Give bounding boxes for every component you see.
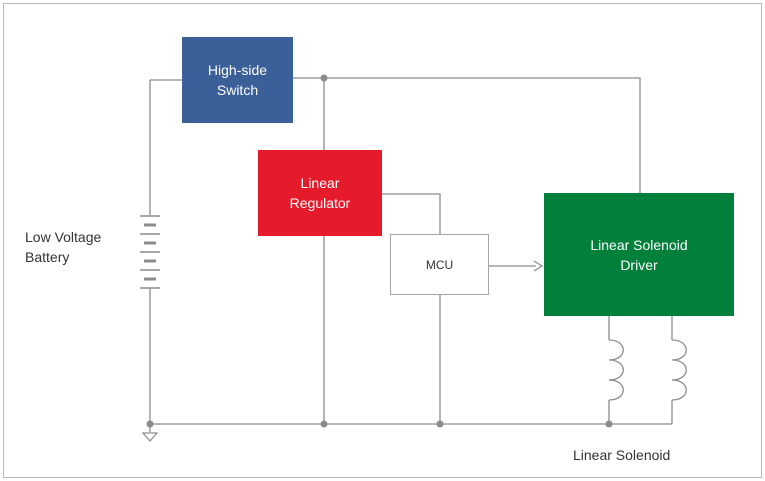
linear-solenoid-driver-block: Linear Solenoid Driver: [544, 193, 734, 316]
wire-regulator-to-mcu: [382, 193, 441, 234]
linear-regulator-label: Linear Regulator: [289, 175, 351, 211]
junction-dot: [320, 420, 328, 428]
junction-dot: [146, 420, 154, 428]
battery-icon: [140, 215, 160, 289]
battery-label: Low Voltage Battery: [25, 229, 102, 265]
diagram-frame: [3, 3, 762, 478]
high-side-switch-label: High-side Switch: [207, 62, 268, 98]
junction-dot: [320, 74, 328, 82]
junction-dot: [436, 420, 444, 428]
junction-dot: [605, 420, 613, 428]
linear-solenoid-driver-label: Linear Solenoid Driver: [590, 236, 688, 273]
linear-regulator-block: Linear Regulator: [258, 150, 382, 236]
coil-icon-1: [608, 339, 624, 401]
arrow-head-icon: [533, 260, 544, 272]
wire-switch-to-driver: [292, 77, 641, 193]
mcu-label: MCU: [425, 257, 454, 272]
ground-icon: [141, 432, 159, 442]
junction-dots: [146, 74, 613, 428]
high-side-switch-block: High-side Switch: [182, 37, 293, 123]
coil-icon-2: [671, 339, 687, 401]
linear-solenoid-label: Linear Solenoid: [573, 447, 671, 463]
mcu-block: MCU: [390, 234, 489, 295]
